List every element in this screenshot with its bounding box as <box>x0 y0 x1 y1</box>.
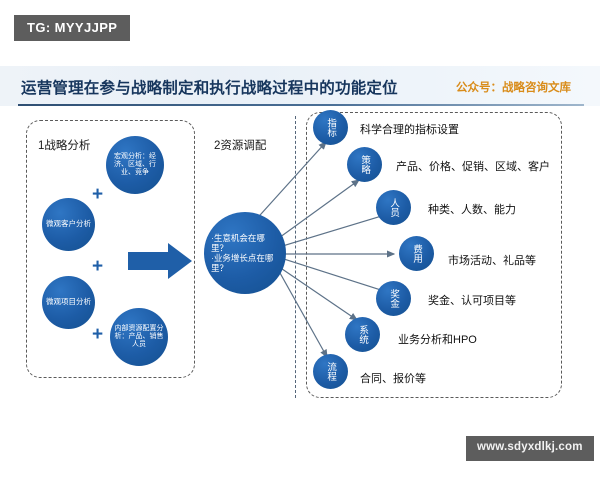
title-underline-rule <box>18 104 584 106</box>
bubble-strategy[interactable]: 策略 <box>347 147 382 182</box>
site-watermark-badge: www.sdyxdlkj.com <box>466 436 594 461</box>
page-title: 运营管理在参与战略制定和执行战略过程中的功能定位 <box>21 80 398 97</box>
desc-strategy: 产品、价格、促销、区域、客户 <box>396 161 550 173</box>
plus-sign-3: + <box>92 324 104 345</box>
bubble-kpi-label: 指标 <box>325 118 337 137</box>
desc-kpi: 科学合理的指标设置 <box>360 124 459 136</box>
desc-bonus: 奖金、认可项目等 <box>428 295 516 307</box>
bubble-central-questions[interactable]: ·生意机会在哪里？ ·业务增长点在哪里？ <box>204 212 286 294</box>
bubble-system[interactable]: 系统 <box>345 317 380 352</box>
bubble-macro-analysis[interactable]: 宏观分析：经济、区域、行业、竞争 <box>106 136 164 194</box>
desc-process: 合同、报价等 <box>360 373 426 385</box>
bubble-bonus-label: 奖金 <box>388 289 400 308</box>
bubble-micro-customer-analysis[interactable]: 微观客户分析 <box>42 198 95 251</box>
bubble-internal-resource-analysis[interactable]: 内部资源配置分析：产品、销售人员 <box>110 308 168 366</box>
bubble-people[interactable]: 人员 <box>376 190 411 225</box>
bubble-people-label: 人员 <box>388 198 400 217</box>
desc-people: 种类、人数、能力 <box>428 204 516 216</box>
vertical-dashed-divider <box>295 116 296 398</box>
title-band <box>0 66 600 106</box>
desc-system: 业务分析和HPO <box>398 334 477 346</box>
plus-sign-2: + <box>92 256 104 277</box>
tg-watermark-badge: TG: MYYJJPP <box>14 15 131 41</box>
bubble-system-label: 系统 <box>357 325 369 344</box>
desc-cost: 市场活动、礼品等 <box>448 255 536 267</box>
bubble-bonus[interactable]: 奖金 <box>376 281 411 316</box>
bubble-cost-label: 费用 <box>411 244 423 263</box>
bubble-process[interactable]: 流程 <box>313 354 348 389</box>
bubble-micro-project-analysis-label: 微观项目分析 <box>46 297 91 307</box>
bubble-kpi[interactable]: 指标 <box>313 110 348 145</box>
bubble-micro-project-analysis[interactable]: 微观项目分析 <box>42 276 95 329</box>
bubble-cost[interactable]: 费用 <box>399 236 434 271</box>
panel-strategy-analysis <box>26 120 195 378</box>
header-channel-label: 公众号：战略咨询文库 <box>456 82 571 94</box>
bubble-strategy-label: 策略 <box>359 155 371 174</box>
section-caption-left: 1战略分析 <box>38 140 91 152</box>
bubble-micro-customer-analysis-label: 微观客户分析 <box>46 219 91 229</box>
bubble-process-label: 流程 <box>325 362 337 381</box>
bubble-central-questions-label: ·生意机会在哪里？ ·业务增长点在哪里？ <box>211 232 274 274</box>
section-caption-right: 2资源调配 <box>214 140 267 152</box>
plus-sign-1: + <box>92 184 104 205</box>
bubble-internal-resource-analysis-label: 内部资源配置分析：产品、销售人员 <box>114 324 164 349</box>
bubble-macro-analysis-label: 宏观分析：经济、区域、行业、竞争 <box>114 152 156 177</box>
